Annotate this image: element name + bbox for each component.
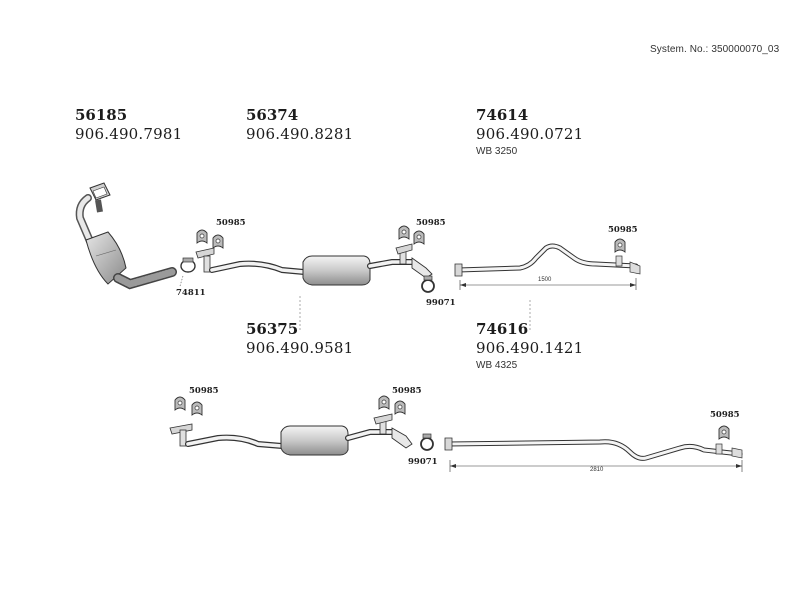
tailpipe-74614 (454, 238, 641, 330)
assembly-74616-heading: 74616 906.490.1421 WB 4325 (476, 320, 583, 373)
callout-50985-a: 50985 (216, 218, 246, 228)
callout-50985-c: 50985 (608, 225, 638, 235)
oem-number-74614: 906.490.0721 (476, 125, 584, 143)
callout-74811: 74811 (176, 288, 206, 298)
callout-50985-e: 50985 (392, 386, 422, 396)
dimension-1500: 1500 (538, 277, 552, 283)
system-number: System. No.: 350000070_03 (650, 44, 780, 55)
front-pipe-catalyst-56185 (75, 182, 196, 290)
wheelbase-74616: WB 4325 (476, 360, 518, 371)
dimension-2810: 2810 (590, 467, 604, 473)
assembly-74614-heading: 74614 906.490.0721 WB 3250 (476, 106, 583, 159)
oem-number-56185: 906.490.7981 (75, 125, 183, 143)
assembly-56374-heading: 56374 906.490.8281 (246, 106, 353, 144)
part-number-74614: 74614 (476, 106, 529, 124)
tailpipe-74616 (444, 425, 743, 472)
part-number-56185: 56185 (75, 106, 128, 124)
oem-number-56375: 906.490.9581 (246, 339, 354, 357)
callout-99071-bottom: 99071 (408, 457, 438, 467)
assembly-56185-heading: 56185 906.490.7981 (75, 106, 182, 144)
assembly-56375-heading: 56375 906.490.9581 (246, 320, 353, 358)
part-number-74616: 74616 (476, 320, 529, 338)
middle-silencer-56375 (169, 395, 434, 456)
part-number-56374: 56374 (246, 106, 299, 124)
callout-50985-b: 50985 (416, 218, 446, 228)
oem-number-74616: 906.490.1421 (476, 339, 584, 357)
callout-50985-f: 50985 (710, 410, 740, 420)
callout-50985-d: 50985 (189, 386, 219, 396)
callout-99071-top: 99071 (426, 298, 456, 308)
oem-number-56374: 906.490.8281 (246, 125, 354, 143)
middle-silencer-56374 (195, 225, 435, 330)
wheelbase-74614: WB 3250 (476, 146, 518, 157)
part-number-56375: 56375 (246, 320, 299, 338)
